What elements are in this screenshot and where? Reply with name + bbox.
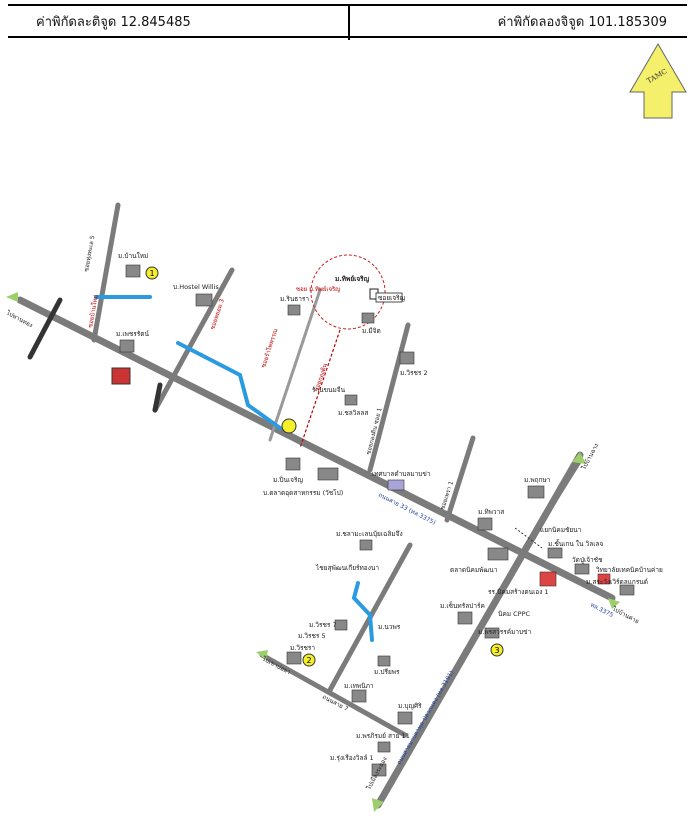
label-viraj5: ม.วิรชร 5 [298,632,326,640]
road-label-soi5: ซอยทุ่งทะเล 5 [83,235,96,273]
road-label-left: ไปพานทอง [4,308,34,329]
gas-station-icon [281,418,297,434]
coordinate-header: ค่าพิกัดละติจูด 12.845485 ค่าพิกัดลองจิจ… [8,4,687,40]
label-banmai: ม.บ้านใหม่ [118,252,148,260]
target-sign-text: ซอยเจริญ [378,294,406,302]
label-school: บ.ตลาดอุดสาหกรรม (วัชโป) [263,489,343,497]
label-shop: ร้านขนมจีน [312,386,346,394]
label-buri: ม.บุญศิริ [398,702,422,710]
red-building-icon [111,367,131,385]
latitude-label: ค่าพิกัดละติจูด 12.845485 [36,14,191,30]
label-phet: ม.เพชรรัตน์ [116,330,149,338]
svg-text:2: 2 [306,656,311,665]
road-label-right: ไปบ้านค่าย [610,604,640,625]
label-minamjaeb: ม.มีจิต [362,327,381,335]
label-hostel: บ.Hostel Willis [173,283,219,291]
label-sengpark: ม.เซ็นทรัลปาร์ค [440,601,485,610]
label-soi-target: ซอย ม.ทิพย์เจริญ [296,285,340,293]
tamc-logo: TAMC [629,43,687,119]
target-sign [375,292,403,303]
rivers [94,295,374,642]
junction-leader [514,527,543,549]
road-arrows [6,292,620,812]
label-cppc: นิคม CPPC [498,610,531,618]
label-hotel: ม.ชั้นเกน ใน วิลเลจ [548,539,603,548]
road-label-rampai: ซอยรำไพพรรณ [259,327,279,369]
marker-3[interactable]: 3 [490,643,504,657]
label-pornthip: ม.เทพนิภา [344,682,374,690]
label-viraj2: ม.วิรชร 2 [400,369,428,377]
label-poonchai: ม.พรสวรรค์มาบข่า [478,628,532,636]
label-chanchit: ม.ปิ่นเจริญ [273,475,303,484]
label-rosewood: แยกนิคมชัยนา [540,526,582,534]
label-premprachar: ม.ปรียพร [374,668,400,676]
label-school2: รร.นิคมสร้างตนเอง 1 [488,588,549,596]
longitude-label: ค่าพิกัดลองจิจูด 101.185309 [497,14,667,30]
label-watmai: วัดปู่เจ้าชัช [572,556,603,564]
house-icons [119,264,635,777]
label-sarachai: ม.สระวังเวิร์ดลแกรนด์ [586,578,648,586]
label-promsri: ม.พรภิรมย์ สาย 11 [356,732,410,740]
target-area-circle [310,254,386,330]
label-kindergarten: วิทยาลัยเทคนิคบ้านค่าย [596,566,663,574]
label-nawaphon: ม.นวพร [378,623,401,631]
svg-text:1: 1 [149,269,154,278]
svg-text:3: 3 [494,646,499,655]
label-office: เทศบาลตำบลมาบข่า [372,470,431,478]
label-cho: ม.ชลามะเลนบุ้ยเฉลิมจึง [336,530,403,538]
label-tanks: ไชยสุพัฒนเกียร์ทองนา [315,564,379,572]
label-thipwas: ม.ทิพวาส [478,508,504,516]
red-soi-route [299,329,341,449]
label-rinthara: ม.รินธารา [280,295,309,303]
marker-1[interactable]: 1 [145,266,159,280]
label-chaovalit: ม.ชลวิลลส [338,409,368,417]
label-rungruang: ม.รุ่งเรืองวิลล์ 1 [330,754,374,762]
header-divider [348,4,350,40]
label-phoonsap: ม.พฤกษา [524,476,551,484]
label-viraj: ม.วิรชรา [290,644,315,652]
roads [16,202,616,809]
label-target: ม.ทิพย์เจริญ [335,275,370,283]
label-market: ตลาดนิคมพัฒนา [450,566,498,574]
marker-2[interactable]: 2 [302,653,316,667]
label-viraj7: ม.วิรชร 7 [309,621,337,629]
